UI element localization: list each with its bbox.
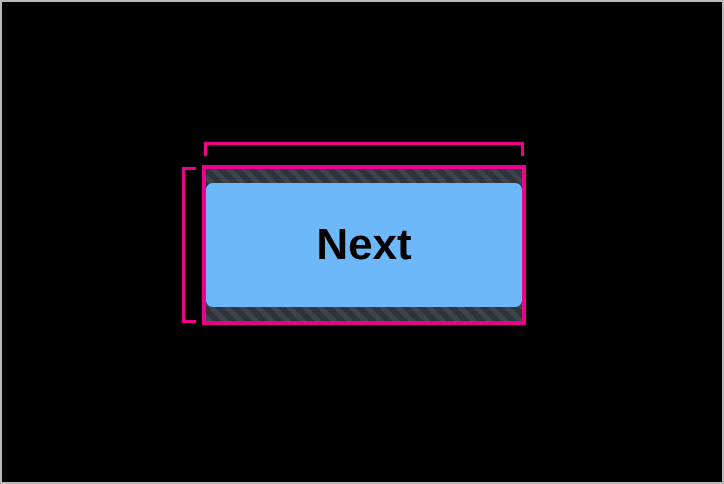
width-measurement-label: 156: [2, 2, 722, 40]
height-dimension-bracket: [182, 167, 196, 323]
next-button-label: Next: [316, 220, 412, 269]
width-measurement-value: 156: [334, 2, 394, 39]
height-measurement-label: 76: [2, 40, 41, 77]
next-button[interactable]: Next: [206, 183, 522, 307]
width-dimension-bracket: [204, 142, 524, 156]
element-selection-outline[interactable]: Next: [202, 165, 526, 325]
padding-hatch-overlay: Next: [206, 169, 522, 321]
